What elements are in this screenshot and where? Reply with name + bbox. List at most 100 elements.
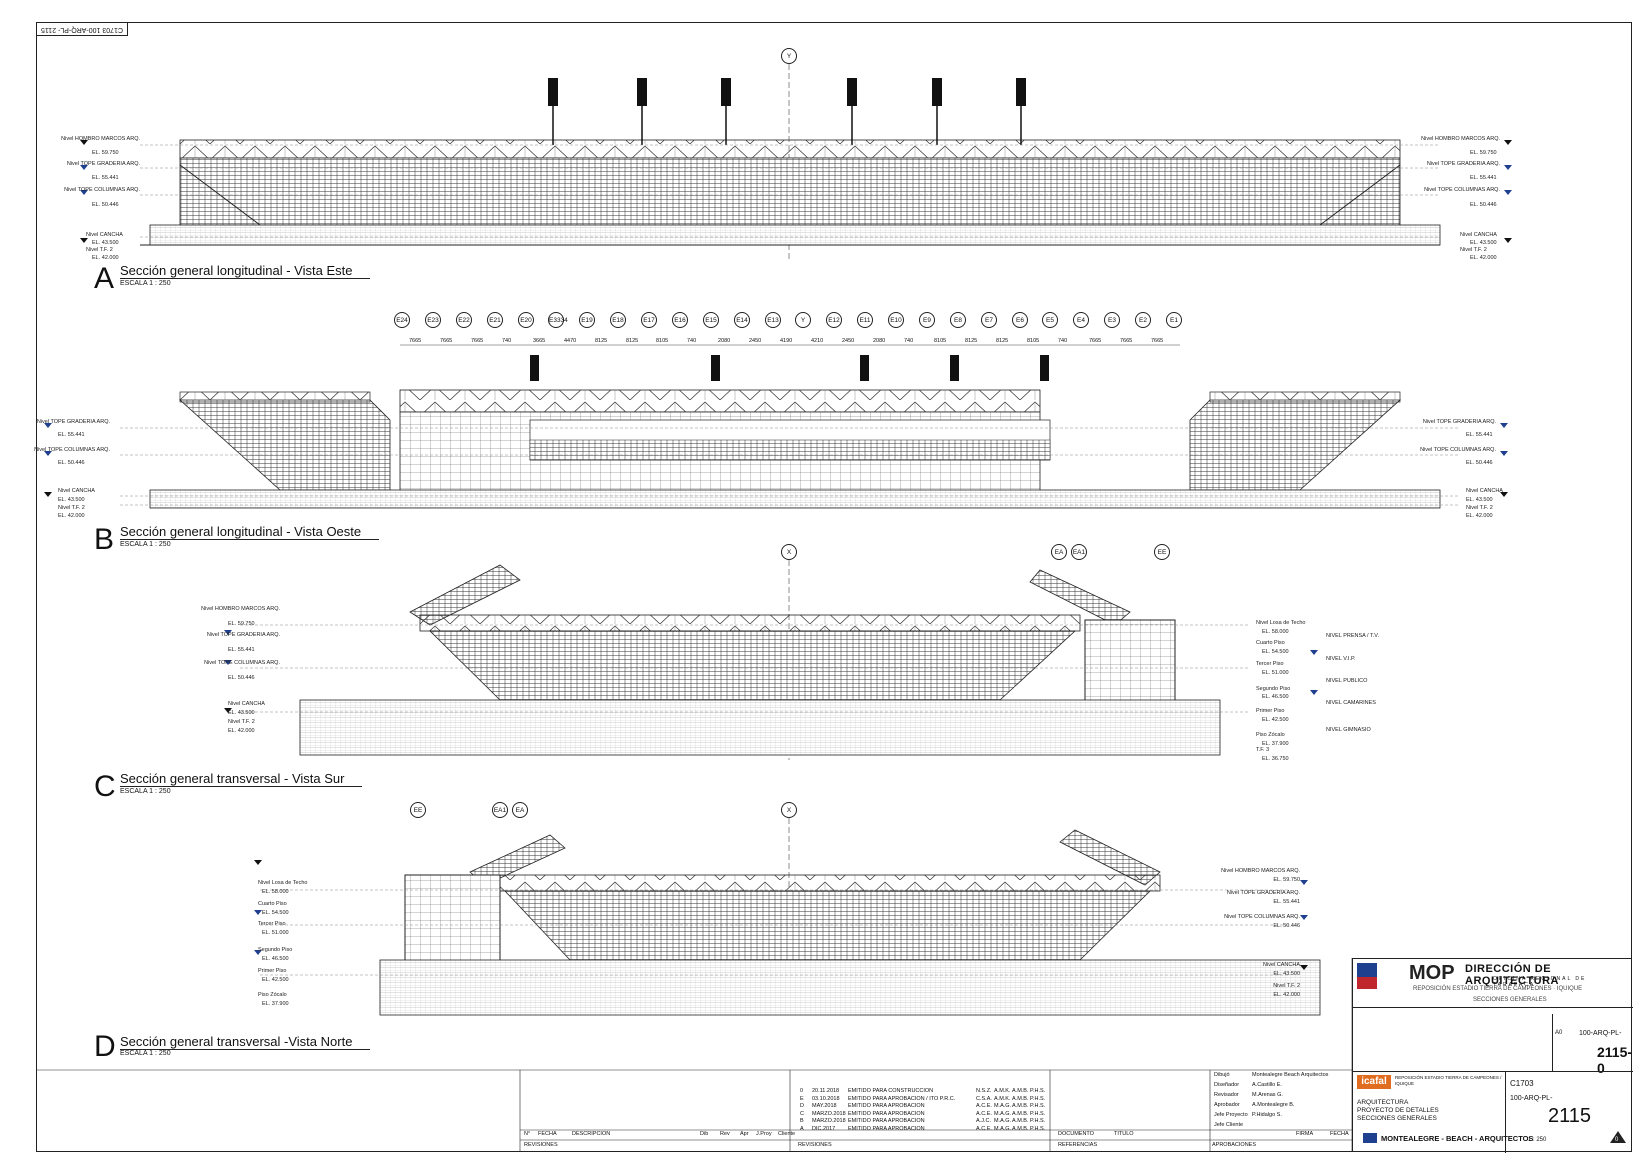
dimension-label: 8125 [965, 338, 978, 344]
d-level-label: EL. 46.500 [262, 956, 289, 962]
revision-cell: M.A.G. [994, 1125, 1012, 1132]
section-c-scale: ESCALA 1 : 250 [120, 788, 171, 795]
revision-cell: A.M.B. [1012, 1103, 1029, 1109]
d-level-label-right: Nivel TOPE GRADERIA ARQ. [1226, 890, 1300, 896]
revision-cell: M.A.G. [994, 1103, 1012, 1109]
grid-bubble: E23 [425, 312, 441, 328]
footer-label: APROBACIONES [1212, 1142, 1257, 1148]
signature-name: A.Montealegre B. [1252, 1102, 1295, 1108]
a-level-label-right: EL. 59.750 [1470, 150, 1497, 156]
revision-cell: E [800, 1095, 804, 1102]
signature-role: Dibujó [1214, 1072, 1230, 1078]
section-a-title: Sección general longitudinal - Vista Est… [120, 264, 371, 279]
signature-name: P.Hidalgo S. [1252, 1112, 1282, 1118]
d-level-label-right: EL. 43.500 [1273, 971, 1300, 977]
revision-cell: A.J.C. [976, 1118, 991, 1124]
signature-role: Aprobador [1214, 1102, 1240, 1108]
c-level-label-right: Cuarto Piso [1256, 640, 1285, 646]
revision-cell: DIC.2017 [812, 1125, 836, 1132]
grid-bubble-y: Y [781, 48, 797, 64]
b-level-label-right: Nivel TOPE COLUMNAS ARQ. [1420, 447, 1496, 453]
dimension-label: 8105 [1027, 338, 1040, 344]
c-level-label-right: EL. 51.000 [1262, 670, 1289, 676]
a-level-label-right: EL. 42.000 [1470, 255, 1497, 261]
dimension-label: 740 [1058, 338, 1068, 344]
a-level-label: Nivel T.F. 2 [86, 247, 113, 253]
revision-header: Dib [700, 1131, 709, 1137]
dimension-label: 8105 [934, 338, 947, 344]
revision-cell: MARZO.2018 [812, 1110, 846, 1117]
office-subtitle: OFICINA REGIONAL DE TARAPACA [1493, 976, 1587, 988]
grid-bubble-ea1: EA1 [1071, 544, 1087, 560]
dimension-label: 740 [502, 338, 512, 344]
revision-cell: A.M.K. [994, 1095, 1011, 1102]
a-level-label: EL. 50.446 [92, 202, 119, 208]
d-level-label: EL. 42.500 [262, 977, 289, 983]
grid-bubble: E1 [1166, 312, 1182, 328]
chile-flag-logo [1357, 963, 1377, 989]
architects-logo-icon [1363, 1133, 1377, 1143]
grid-bubble: E16 [672, 312, 688, 328]
d-level-label-right: EL. 42.000 [1273, 992, 1300, 998]
c-floor-note: NIVEL V.I.P. [1326, 656, 1356, 662]
dimension-label: 2450 [842, 338, 855, 344]
c-level-label: EL. 43.500 [228, 710, 255, 716]
a-level-label: EL. 59.750 [92, 150, 119, 156]
dimension-label: 7665 [440, 338, 453, 344]
revision-letter: 0 [1615, 1137, 1619, 1143]
section-c-title: Sección general transversal - Vista Sur [120, 772, 363, 787]
drawing-sheet [36, 22, 1632, 1152]
c-level-label: EL. 55.441 [228, 647, 255, 653]
revision-cell: A.C.E. [976, 1110, 992, 1117]
c-floor-note: NIVEL PUBLICO [1326, 678, 1368, 684]
d-level-label: EL. 58.000 [262, 889, 289, 895]
d-level-label: Nivel Losa de Techo [258, 880, 308, 886]
d-level-label-right: Nivel TOPE COLUMNAS ARQ. [1224, 914, 1300, 920]
grid-bubble: E3334 [548, 312, 568, 328]
d-level-label: EL. 37.900 [262, 1001, 289, 1007]
revision-cell: P.H.S. [1030, 1103, 1046, 1109]
d-level-label: EL. 54.500 [262, 910, 289, 916]
grid-bubble: E7 [981, 312, 997, 328]
level-markers [44, 165, 1512, 955]
direction-title: DIRECCIÓN DE ARQUITECTURA [1465, 963, 1559, 987]
c-floor-note: NIVEL GIMNASIO [1326, 727, 1371, 733]
revision-cell: A.M.B. [1012, 1095, 1029, 1102]
revision-header: DESCRIPCION [572, 1131, 611, 1137]
signature-role: Diseñador [1214, 1082, 1240, 1088]
grid-bubble: E17 [641, 312, 657, 328]
dimension-label: 8125 [595, 338, 608, 344]
dimension-label: 7665 [1089, 338, 1102, 344]
d-level-label: Segundo Piso [258, 947, 293, 953]
grid-bubble: E18 [610, 312, 626, 328]
a-level-label-right: EL. 55.441 [1470, 175, 1497, 181]
dimension-label: 740 [687, 338, 697, 344]
a-level-label-right: Nivel HOMBRO MARCOS ARQ. [1421, 136, 1500, 142]
c-level-label: EL. 50.446 [228, 675, 255, 681]
section-d-title: Sección general transversal -Vista Norte [120, 1035, 371, 1050]
revision-cell: MARZO.2018 [812, 1118, 846, 1124]
dimension-label: 4210 [811, 338, 824, 344]
c-level-label: Nivel CANCHA [228, 701, 265, 707]
revision-cell: EMITIDO PARA APROBACION [848, 1103, 925, 1109]
grid-bubble-ee: EE [410, 802, 426, 818]
revision-cell: A.M.B. [1012, 1088, 1029, 1094]
grid-bubble: E13 [765, 312, 781, 328]
revision-cell: 0 [800, 1088, 804, 1094]
section-b-title: Sección general longitudinal - Vista Oes… [120, 525, 380, 540]
icafal-logo: icafal [1357, 1075, 1391, 1089]
section-b-scale: ESCALA 1 : 250 [120, 541, 171, 548]
signature-name: Montealegre Beach Arquitectos [1252, 1072, 1329, 1078]
c-level-label-right: Primer Piso [1256, 708, 1285, 714]
section-a-drawing [140, 64, 1441, 260]
b-level-label-right: Nivel TOPE GRADERIA ARQ. [1422, 419, 1496, 425]
grid-bubble: E10 [888, 312, 904, 328]
d-level-label-right: Nivel HOMBRO MARCOS ARQ. [1221, 868, 1300, 874]
a-level-label: EL. 43.500 [92, 240, 119, 246]
a-level-label: EL. 55.441 [92, 175, 119, 181]
revision-cell: A [800, 1125, 804, 1132]
grid-bubble-ea1: EA1 [492, 802, 508, 818]
d-level-label: Primer Piso [258, 968, 287, 974]
revision-cell: P.H.S. [1030, 1110, 1046, 1117]
